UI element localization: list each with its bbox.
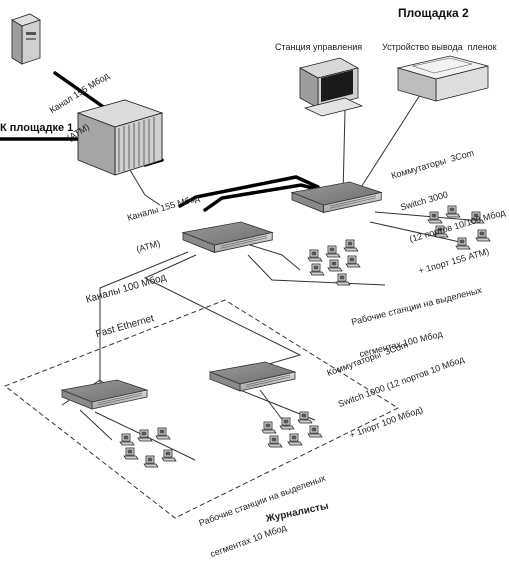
management-station-label: Станция управления	[275, 42, 363, 52]
switch-1000-left-icon	[61, 379, 148, 410]
film-output-device-icon	[396, 55, 489, 102]
film-output-device-label: Устройство вывода пленок	[382, 42, 497, 52]
atm-server-icon	[11, 13, 41, 65]
atm-chassis-icon	[76, 99, 164, 176]
journalists-area	[3, 299, 400, 519]
channel-155-top-line1: Канал 155 Мбод	[47, 70, 111, 116]
switch-1000-right-icon	[209, 361, 296, 392]
management-station-icon	[298, 57, 364, 117]
site-title: Площадка 2	[398, 6, 469, 20]
channels-155-line1: Каналы 155 Мбод	[126, 192, 201, 223]
workstations-10-left	[119, 427, 177, 468]
network-diagram	[0, 13, 491, 519]
workstations-10-right	[261, 411, 323, 448]
channels-100-line1: Каналы 100 Мбод	[84, 272, 168, 306]
workstations-100-center	[307, 239, 361, 286]
to-site-1-label: К площадке 1	[0, 122, 74, 134]
switch-3000-line2: Switch 3000	[399, 189, 450, 213]
switch-3000-line3: (12 портов 10/100 Мбод	[408, 207, 507, 245]
switch-3000-line1: Коммутаторы 3Com	[390, 147, 476, 181]
